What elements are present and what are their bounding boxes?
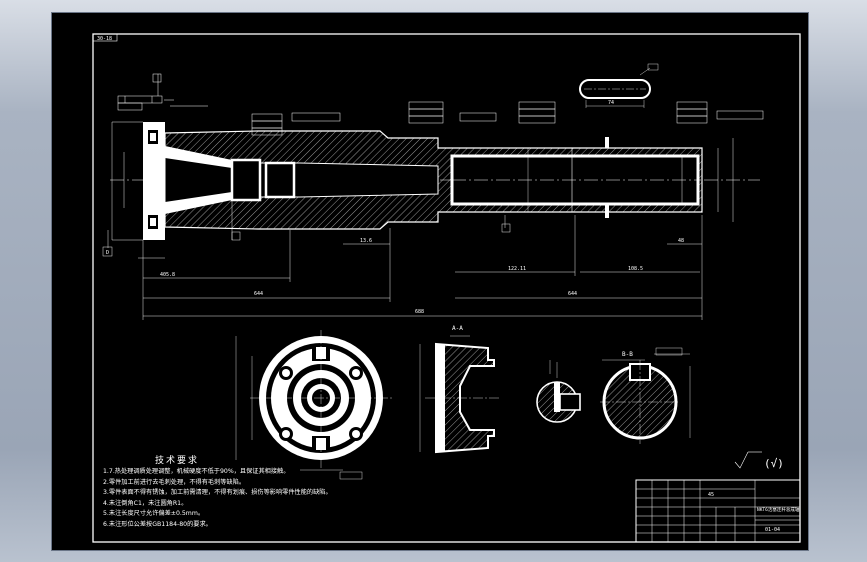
dim-d3: 122.11 [508, 266, 526, 272]
keyway-top-view: 74 [579, 63, 659, 108]
title-block [635, 479, 801, 543]
internal-slot [230, 158, 262, 202]
note-5: 5.未注长度尺寸允许偏差±0.5mm。 [103, 510, 205, 518]
dim-d1: 644 [254, 291, 263, 297]
tolerance-frames [117, 73, 764, 136]
roughness-check: (√) [764, 457, 784, 470]
dim-d6: 48 [678, 238, 684, 244]
roughness-symbol: (√) [734, 451, 784, 470]
note-3: 3.零件表面不得有锈蚀，加工前需清理，不得有划痕、损伤等影响零件性能的缺陷。 [103, 489, 332, 497]
inner-border [92, 33, 801, 543]
notes-title: 技术要求 [155, 456, 200, 466]
drawing-sheet [52, 13, 808, 550]
key-section-view [536, 360, 581, 423]
dim-d2: 405.8 [160, 272, 175, 278]
note-4: 4.未注倒角C1，未注圆角R1。 [103, 499, 188, 507]
material: 45 [708, 492, 714, 498]
dim-overall: 688 [415, 309, 424, 315]
technical-notes: 技术要求 1.7.热处理调质处理调整，机械硬度不低于90%，且保证其相接触。 2… [103, 455, 332, 531]
dimension-texts: 688 644 644 405.8 122.11 108.5 13.6 48 D [106, 238, 684, 315]
drawing-number: 01-04 [765, 527, 780, 533]
note-2: 2.零件加工前进行去毛刺处理，不得有毛刺等缺陷。 [103, 478, 246, 486]
title-block-texts: 45 NKT6活塞连杆总成轴 01-04 [708, 492, 800, 533]
shaft-main-view [110, 122, 760, 240]
key-dim: 74 [608, 100, 614, 106]
part-name: NKT6活塞连杆总成轴 [757, 506, 800, 513]
dimension-lines [102, 121, 734, 320]
section-label-b: B-B [622, 351, 633, 358]
flange-left [143, 122, 165, 240]
note-1: 1.7.热处理调质处理调整，机械硬度不低于90%，且保证其相接触。 [103, 468, 290, 475]
corner-tag-box [92, 33, 118, 42]
corner-tag: 30-18 [97, 36, 112, 42]
dim-d1-right: 644 [568, 291, 577, 297]
section-label-a: A-A [452, 325, 463, 332]
flange-end-view [235, 330, 392, 480]
shaft-cross-section: B-B [600, 347, 691, 444]
dim-d5: 13.6 [360, 238, 372, 244]
dim-d4: 108.5 [628, 266, 643, 272]
note-6: 6.未注形位公差按GB1184-80的要求。 [103, 520, 212, 528]
flange-section-view: A-A [419, 325, 500, 454]
datum-d: D [106, 250, 109, 256]
